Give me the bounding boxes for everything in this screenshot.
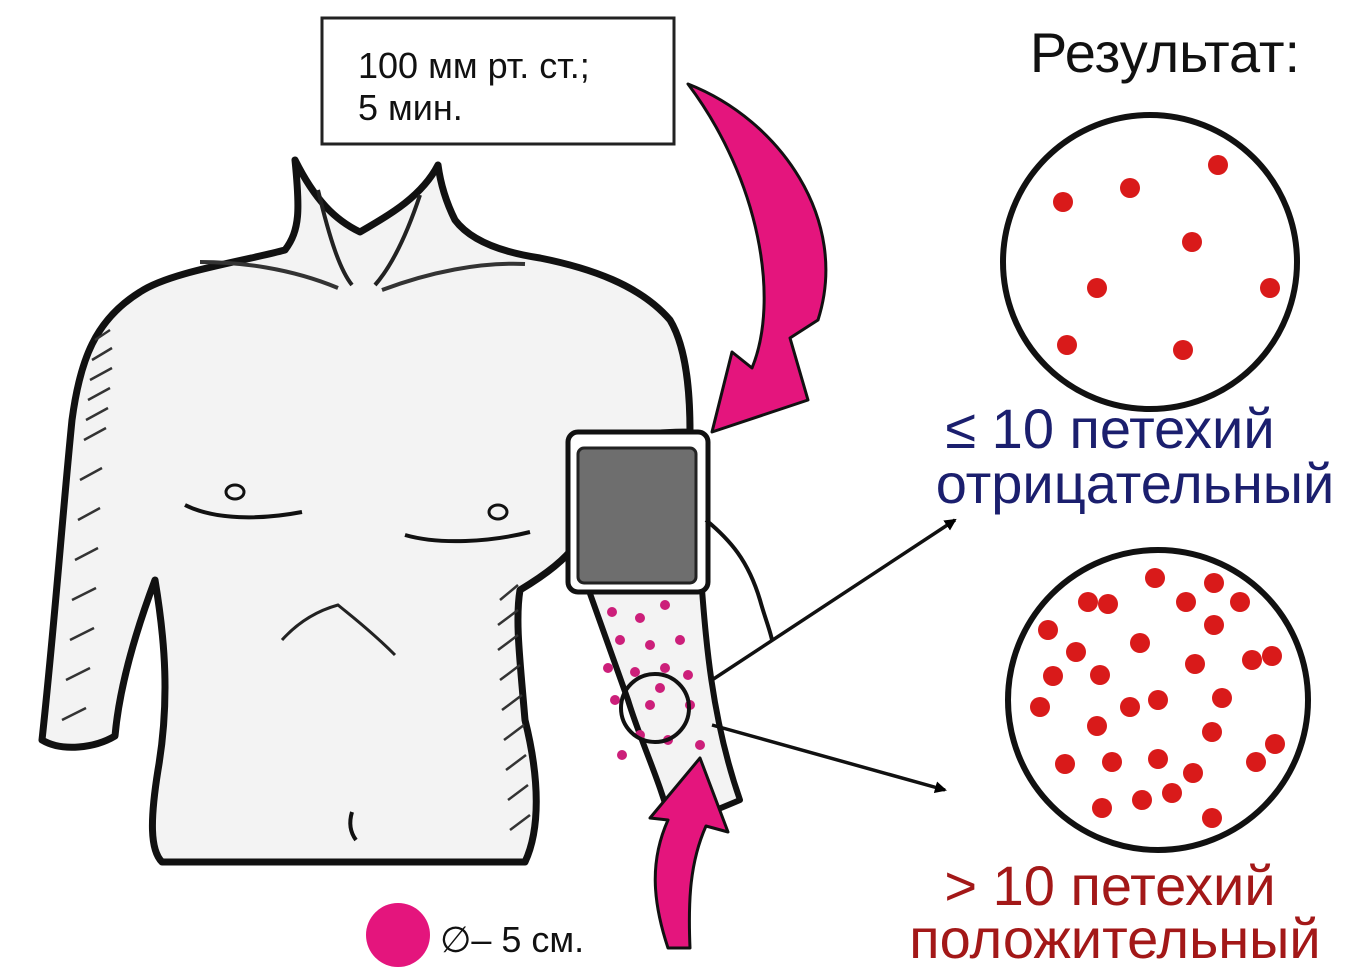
cuff-tube (706, 520, 772, 640)
pressure-duration: 5 мин. (358, 87, 463, 128)
arm-illustration (578, 560, 740, 828)
arm-outline (578, 560, 740, 828)
arrow-to-negative (712, 520, 955, 680)
positive-result-label: положительный (909, 907, 1320, 970)
positive-result-circle (1008, 550, 1308, 850)
result-title: Результат: (1030, 21, 1300, 84)
negative-result-circle (1003, 115, 1297, 409)
negative-result-label: отрицательный (936, 452, 1335, 515)
diameter-circle-icon (366, 903, 430, 967)
arrow-to-positive (712, 725, 945, 790)
diameter-legend: ∅– 5 см. (366, 903, 584, 967)
negative-count-label: ≤ 10 петехий (945, 397, 1274, 460)
curved-arrow-icon (688, 84, 826, 432)
pressure-value: 100 мм рт. ст.; (358, 45, 590, 86)
diameter-label: ∅– 5 см. (440, 919, 584, 960)
pressure-box: 100 мм рт. ст.; 5 мин. (322, 18, 674, 144)
